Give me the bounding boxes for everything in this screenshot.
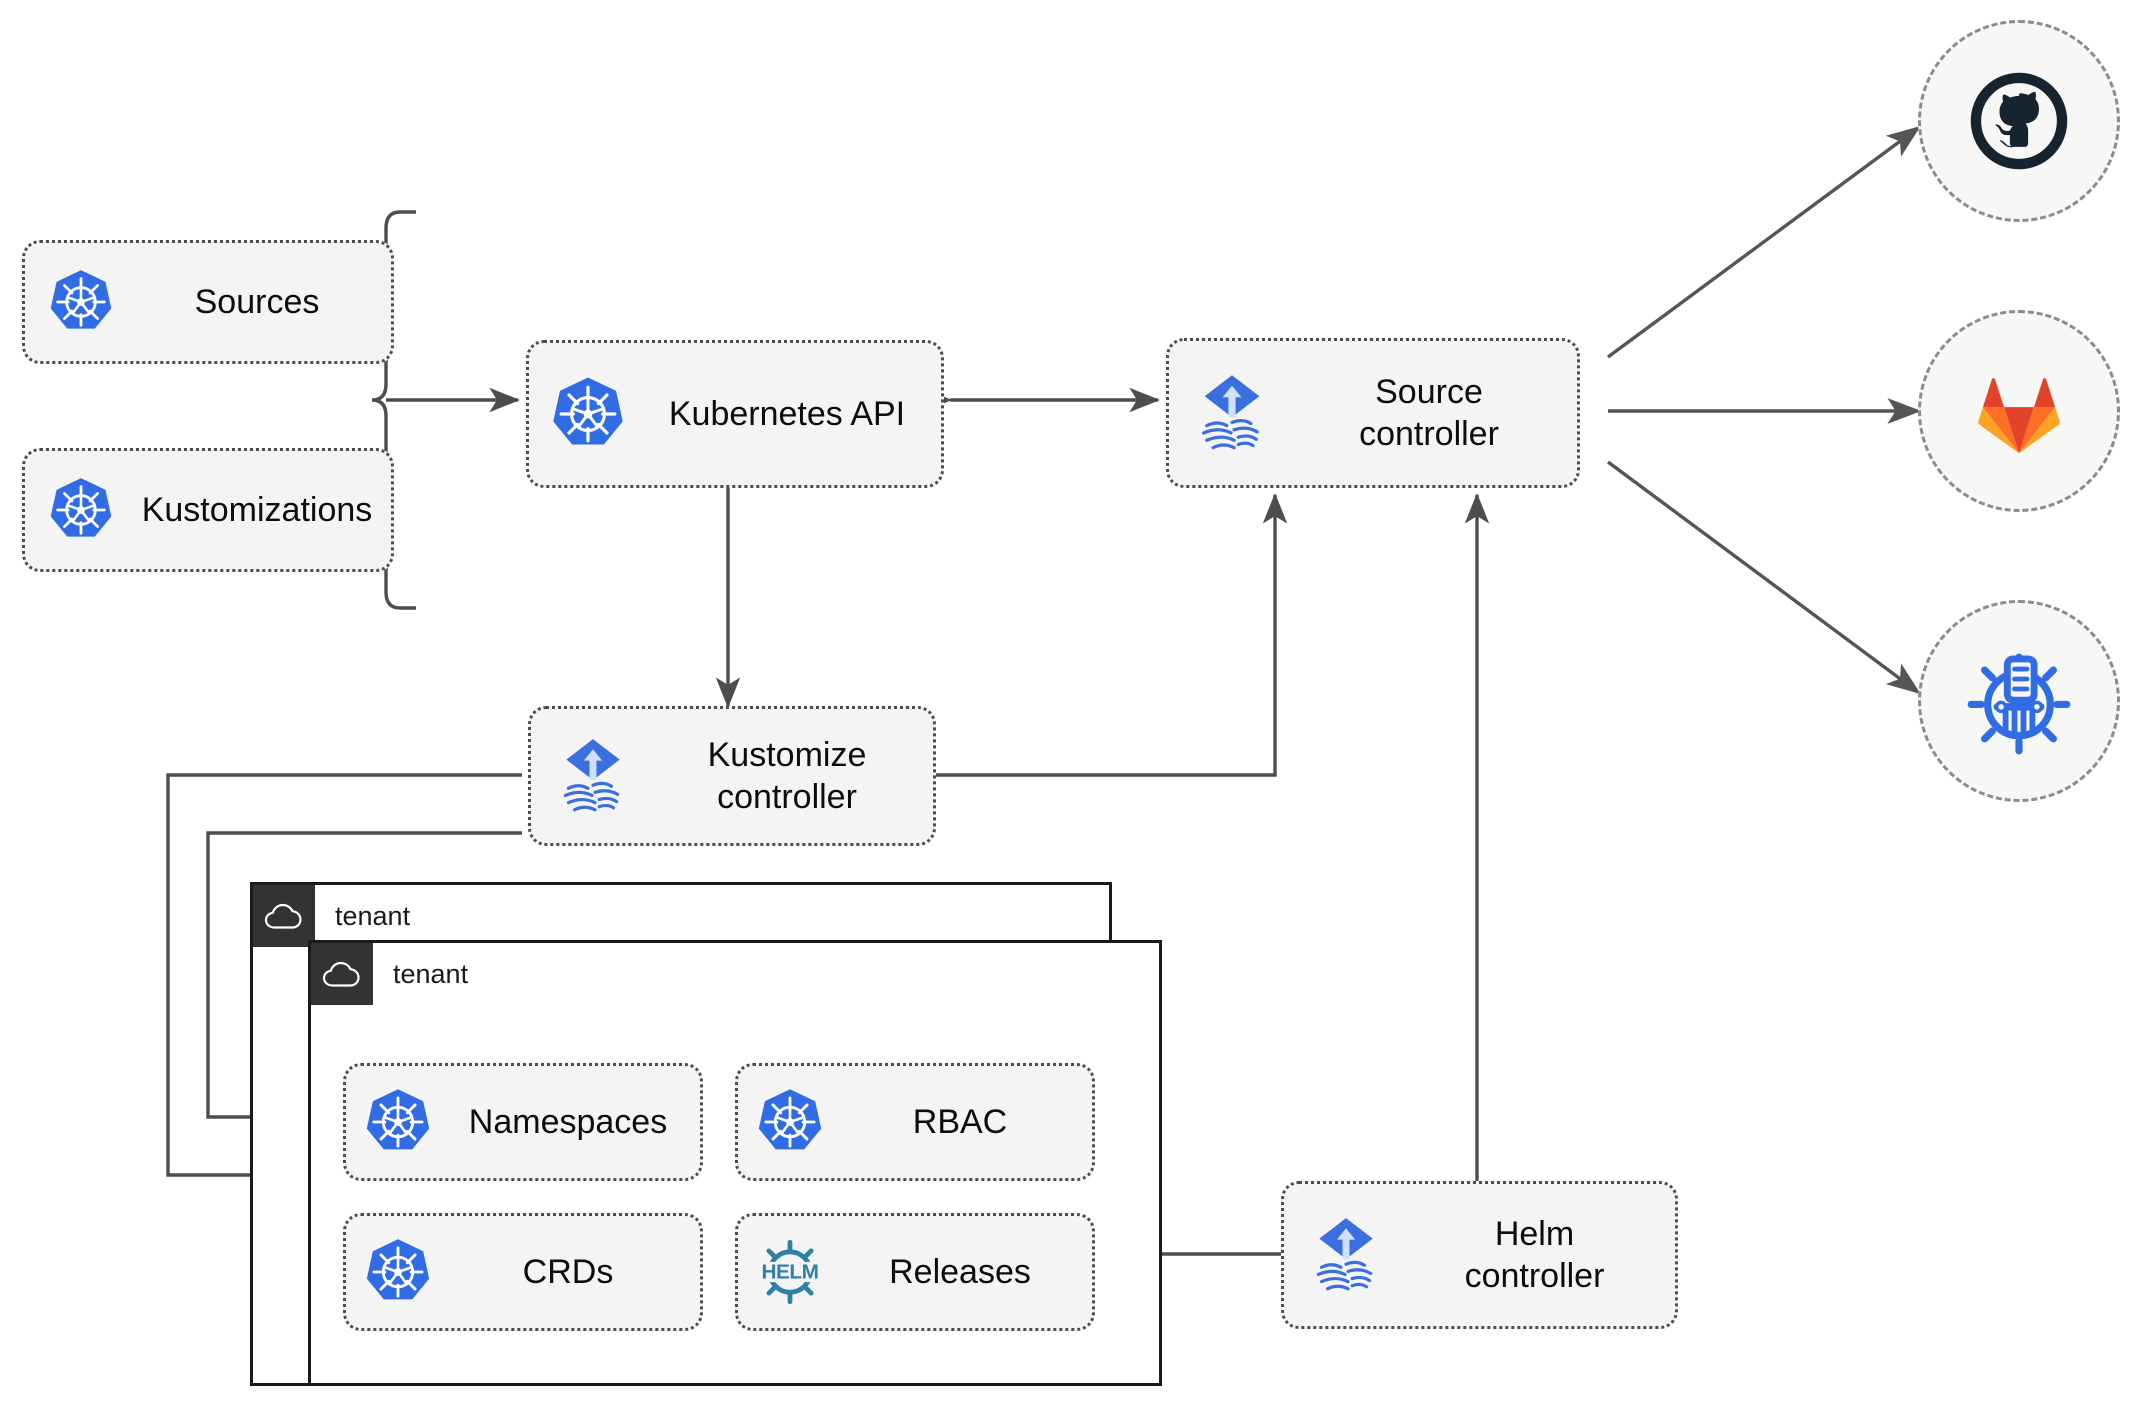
helm-repository-icon bbox=[1967, 653, 2071, 755]
flux-icon bbox=[531, 735, 655, 817]
node-label: Namespaces bbox=[468, 1102, 668, 1141]
gitlab-icon bbox=[1978, 378, 2060, 454]
node-source-controller[interactable]: Source controller bbox=[1166, 338, 1580, 488]
node-label: Kubernetes API bbox=[668, 394, 906, 433]
kubernetes-icon bbox=[25, 268, 137, 336]
node-crds[interactable]: CRDs bbox=[343, 1213, 703, 1331]
node-label: Kustomize controller bbox=[707, 735, 867, 817]
node-label: Helm controller bbox=[1464, 1214, 1605, 1296]
node-releases[interactable]: HELM Releases bbox=[735, 1213, 1095, 1331]
svg-text:HELM: HELM bbox=[762, 1261, 819, 1284]
tenant-label: tenant bbox=[393, 958, 469, 989]
provider-gitlab[interactable] bbox=[1918, 310, 2120, 512]
node-kustomizations[interactable]: Kustomizations bbox=[22, 448, 394, 572]
tenant-label: tenant bbox=[335, 900, 411, 931]
kubernetes-icon bbox=[346, 1087, 450, 1157]
provider-github[interactable] bbox=[1918, 20, 2120, 222]
node-label: RBAC bbox=[912, 1102, 1008, 1141]
node-sources[interactable]: Sources bbox=[22, 240, 394, 364]
helm-logo-icon: HELM bbox=[738, 1234, 842, 1310]
flux-icon bbox=[1284, 1214, 1408, 1296]
node-label: Source controller bbox=[1359, 372, 1499, 454]
node-label: Releases bbox=[889, 1252, 1031, 1291]
node-label: Sources bbox=[194, 282, 320, 321]
tenant-container-inner[interactable]: tenant bbox=[308, 940, 1162, 1386]
node-label: Kustomizations bbox=[141, 490, 373, 529]
node-rbac[interactable]: RBAC bbox=[735, 1063, 1095, 1181]
kubernetes-icon bbox=[346, 1237, 450, 1307]
kubernetes-icon bbox=[529, 375, 647, 453]
node-kubernetes-api[interactable]: Kubernetes API bbox=[526, 340, 944, 488]
flux-icon bbox=[1169, 371, 1295, 455]
cloud-icon bbox=[253, 885, 315, 947]
node-label: CRDs bbox=[522, 1252, 614, 1291]
github-icon bbox=[1970, 72, 2068, 170]
node-namespaces[interactable]: Namespaces bbox=[343, 1063, 703, 1181]
tenant-header: tenant bbox=[253, 885, 410, 947]
provider-helm-repository[interactable] bbox=[1918, 600, 2120, 802]
kubernetes-icon bbox=[738, 1087, 842, 1157]
cloud-icon bbox=[311, 943, 373, 1005]
kubernetes-icon bbox=[25, 476, 137, 544]
node-kustomize-controller[interactable]: Kustomize controller bbox=[528, 706, 936, 846]
tenant-header: tenant bbox=[311, 943, 468, 1005]
node-helm-controller[interactable]: Helm controller bbox=[1281, 1181, 1678, 1329]
